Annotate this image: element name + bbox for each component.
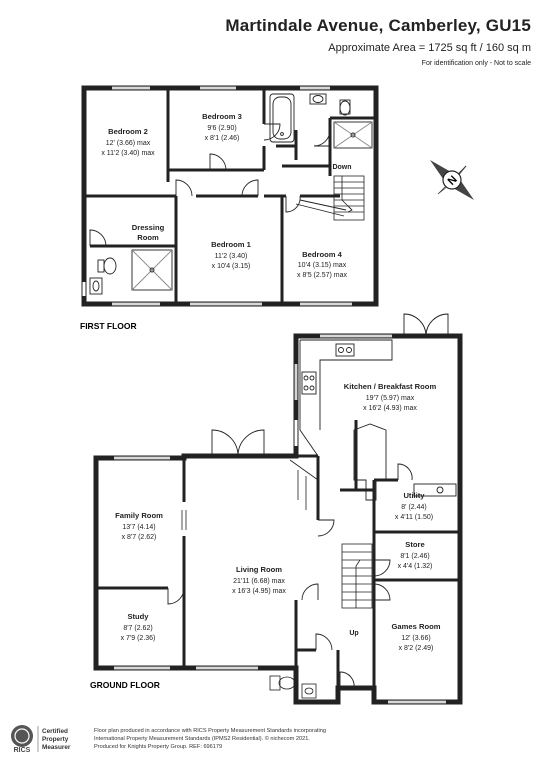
bedroom-4-dim1: 10'4 (3.15) max	[298, 262, 347, 269]
living-room-dim1: 21'11 (6.68) max	[233, 578, 285, 585]
bedroom-2-dim2: x 11'2 (3.40) max	[101, 150, 155, 157]
bedroom-3-dim1: 9'6 (2.90)	[207, 125, 236, 132]
first-floor-label: FIRST FLOOR	[80, 321, 137, 331]
footer-line-2: International Property Measurement Stand…	[94, 736, 310, 742]
games-room-name: Games Room	[392, 622, 441, 631]
rics-logo: RICS Certified Property Measurer	[11, 725, 71, 754]
logo-line-3: Measurer	[42, 744, 71, 751]
first-floor-plan	[81, 85, 379, 307]
kitchen-dim2: x 16'2 (4.93) max	[363, 405, 417, 412]
approximate-area: Approximate Area = 1725 sq ft / 160 sq m	[328, 42, 531, 54]
store-name: Store	[405, 540, 424, 549]
family-room-dim1: 13'7 (4.14)	[122, 524, 155, 531]
identification-note: For identification only - Not to scale	[421, 60, 531, 67]
study-name: Study	[127, 612, 149, 621]
footer-line-3: Produced for Knights Property Group. REF…	[94, 744, 223, 750]
bedroom-3-dim2: x 8'1 (2.46)	[205, 135, 240, 142]
footer-text: Floor plan produced in accordance with R…	[94, 727, 424, 751]
bedroom-1-name: Bedroom 1	[211, 240, 251, 249]
bedroom-2-dim1: 12' (3.66) max	[106, 140, 151, 147]
north-compass: N	[430, 160, 474, 200]
family-room-dim2: x 8'7 (2.62)	[122, 534, 157, 541]
logo-line-2: Property	[42, 736, 69, 743]
kitchen-name: Kitchen / Breakfast Room	[344, 382, 437, 391]
first-floor-labels: Bedroom 2 12' (3.66) max x 11'2 (3.40) m…	[101, 112, 351, 279]
family-room-name: Family Room	[115, 511, 163, 520]
logo-line-1: Certified	[42, 728, 68, 735]
ground-floor-plan	[93, 313, 463, 705]
utility-dim1: 8' (2.44)	[401, 504, 426, 511]
bedroom-4-dim2: x 8'5 (2.57) max	[297, 272, 347, 279]
living-room-name: Living Room	[236, 565, 282, 574]
living-room-dim2: x 16'3 (4.95) max	[232, 588, 286, 595]
stairs-up-label: Up	[349, 630, 358, 637]
dressing-room-name-2: Room	[137, 233, 159, 242]
games-room-dim1: 12' (3.66)	[401, 635, 430, 642]
bedroom-3-name: Bedroom 3	[202, 112, 242, 121]
footer-line-1: Floor plan produced in accordance with R…	[94, 728, 326, 734]
study-dim1: 8'7 (2.62)	[123, 625, 152, 632]
store-dim1: 8'1 (2.46)	[400, 553, 429, 560]
dressing-room-name-1: Dressing	[132, 223, 165, 232]
bedroom-1-dim2: x 10'4 (3.15)	[212, 263, 251, 270]
kitchen-dim1: 19'7 (5.97) max	[366, 395, 415, 402]
study-dim2: x 7'9 (2.36)	[121, 635, 156, 642]
property-title: Martindale Avenue, Camberley, GU15	[225, 16, 531, 35]
ground-floor-label: GROUND FLOOR	[90, 680, 160, 690]
games-room-dim2: x 8'2 (2.49)	[399, 645, 434, 652]
stairs-down-label: Down	[332, 164, 351, 171]
bedroom-4-name: Bedroom 4	[302, 250, 342, 259]
bedroom-2-name: Bedroom 2	[108, 127, 148, 136]
utility-name: Utility	[403, 491, 425, 500]
ground-floor-labels: Kitchen / Breakfast Room 19'7 (5.97) max…	[115, 382, 441, 652]
bedroom-1-dim1: 11'2 (3.40)	[215, 253, 248, 260]
store-dim2: x 4'4 (1.32)	[398, 563, 433, 570]
rics-brand: RICS	[14, 747, 31, 754]
utility-dim2: x 4'11 (1.50)	[395, 514, 433, 521]
